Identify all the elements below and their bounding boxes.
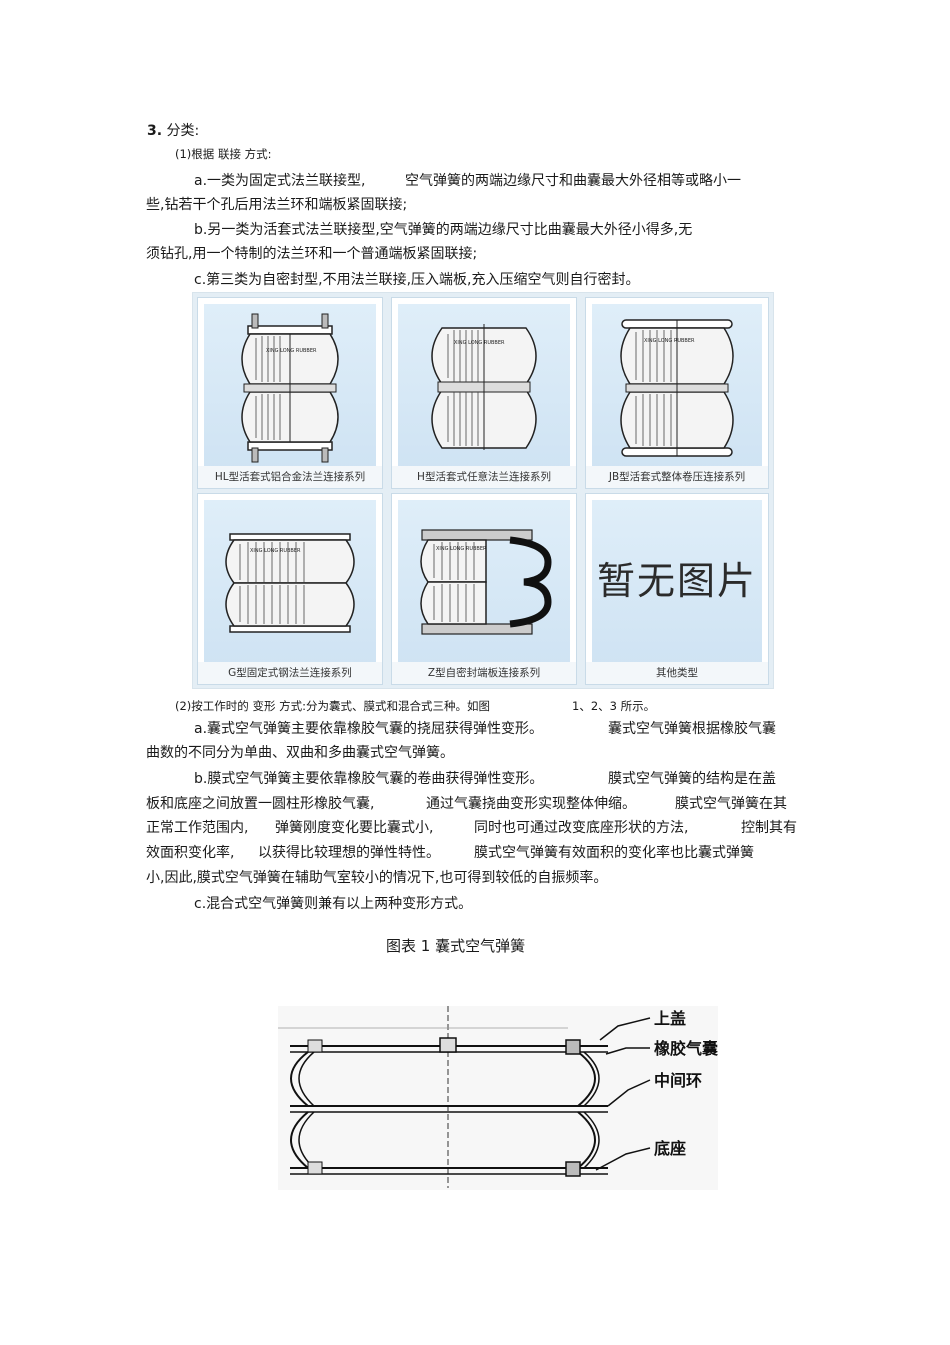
sub2-a-line1-left: a.囊式空气弹簧主要依靠橡胶气囊的挠屈获得弹性变形。	[194, 721, 544, 737]
z-spring-illustration: XING LONG RUBBER	[398, 500, 570, 666]
g-brand-text: XING LONG RUBBER	[250, 548, 301, 554]
sub2-b-line2-a: 板和底座之间放置一圆柱形橡胶气囊,	[146, 796, 375, 812]
sub1-c-line: c.第三类为自密封型,不用法兰联接,压入端板,充入压缩空气则自行密封。	[194, 272, 640, 288]
figure1-bellows-diagram: 上盖 橡胶气囊 中间环 底座	[278, 998, 719, 1190]
g-spring-illustration: XING LONG RUBBER	[204, 500, 376, 666]
air-spring-catalog-grid: XING LONG RUBBER HL型活套式铝合金法兰连接系列	[192, 292, 774, 689]
sub2-b-line4-c: 膜式空气弹簧有效面积的变化率也比囊式弹簧	[474, 845, 754, 861]
caption-z: Z型自密封端板连接系列	[392, 662, 576, 684]
label-top-cover: 上盖	[654, 1009, 686, 1028]
hl-brand-text: XING LONG RUBBER	[266, 348, 317, 354]
sub2-b-line2-c: 膜式空气弹簧在其	[675, 796, 787, 812]
figure1-caption: 图表 1 囊式空气弹簧	[386, 937, 526, 955]
caption-hl: HL型活套式铝合金法兰连接系列	[198, 466, 382, 488]
section-heading: 3. 分类:	[147, 121, 199, 141]
sub2-b-line1-left: b.膜式空气弹簧主要依靠橡胶气囊的卷曲获得弹性变形。	[194, 771, 544, 787]
sub2-b-line4-a: 效面积变化率,	[146, 845, 235, 861]
sub2-b-line1-right: 膜式空气弹簧的结构是在盖	[608, 771, 776, 787]
hl-spring-illustration: XING LONG RUBBER	[204, 304, 376, 470]
catalog-cell-hl: XING LONG RUBBER HL型活套式铝合金法兰连接系列	[197, 297, 383, 489]
jb-spring-illustration: XING LONG RUBBER	[592, 304, 762, 470]
sub2-b-line4-b: 以获得比较理想的弹性特性。	[258, 845, 440, 861]
sub1-b-line1: b.另一类为活套式法兰联接型,空气弹簧的两端边缘尺寸比曲囊最大外径小得多,无	[194, 222, 693, 238]
label-base: 底座	[654, 1139, 686, 1158]
jb-brand-text: XING LONG RUBBER	[644, 338, 695, 344]
catalog-cell-other: 暂无图片 其他类型	[585, 493, 769, 685]
other-placeholder: 暂无图片	[592, 500, 762, 666]
sub1-a-line2: 些,钻若干个孔后用法兰环和端板紧固联接;	[146, 197, 408, 213]
catalog-cell-z: XING LONG RUBBER Z型自密封端板连接系列	[391, 493, 577, 685]
h-brand-text: XING LONG RUBBER	[454, 340, 505, 346]
caption-g: G型固定式钢法兰连接系列	[198, 662, 382, 684]
sub1-a-line1-right: 空气弹簧的两端边缘尺寸和曲囊最大外径相等或略小一	[405, 173, 741, 189]
sub2-b-line3-c: 同时也可通过改变底座形状的方法,	[474, 820, 689, 836]
caption-h: H型活套式任意法兰连接系列	[392, 466, 576, 488]
label-middle-ring: 中间环	[654, 1071, 702, 1090]
sub2-b-line3-a: 正常工作范围内,	[146, 820, 249, 836]
caption-other: 其他类型	[586, 662, 768, 684]
no-image-text: 暂无图片	[596, 559, 757, 603]
sub2-b-line2-b: 通过气囊挠曲变形实现整体伸缩。	[426, 796, 636, 812]
h-spring-illustration: XING LONG RUBBER	[398, 304, 570, 470]
sub2-b-line3-d: 控制其有	[741, 820, 797, 836]
sub2-heading-left: (2)按工作时的 变形 方式:分为囊式、膜式和混合式三种。如图	[175, 699, 490, 713]
catalog-cell-jb: XING LONG RUBBER JB型活套式整体卷压连接系列	[585, 297, 769, 489]
sub1-b-line2: 须钻孔,用一个特制的法兰环和一个普通端板紧固联接;	[146, 246, 478, 262]
catalog-cell-g: XING LONG RUBBER G型固定式钢法兰连接系列	[197, 493, 383, 685]
sub2-c-line: c.混合式空气弹簧则兼有以上两种变形方式。	[194, 896, 473, 912]
caption-jb: JB型活套式整体卷压连接系列	[586, 466, 768, 488]
z-brand-text: XING LONG RUBBER	[436, 546, 487, 552]
sub2-b-line3-b: 弹簧刚度变化要比囊式小,	[275, 820, 434, 836]
sub1-heading: (1)根据 联接 方式:	[175, 147, 272, 161]
sub2-heading-right: 1、2、3 所示。	[572, 699, 656, 713]
sub2-b-line5: 小,因此,膜式空气弹簧在辅助气室较小的情况下,也可得到较低的自振频率。	[146, 870, 608, 886]
section-number: 3.	[147, 123, 163, 139]
label-rubber-bladder: 橡胶气囊	[654, 1039, 718, 1058]
sub1-a-line1-left: a.一类为固定式法兰联接型,	[194, 173, 366, 189]
section-title: 分类:	[166, 123, 200, 139]
catalog-cell-h: XING LONG RUBBER H型活套式任意法兰连接系列	[391, 297, 577, 489]
sub2-a-line2: 曲数的不同分为单曲、双曲和多曲囊式空气弹簧。	[146, 745, 454, 761]
sub2-a-line1-right: 囊式空气弹簧根据橡胶气囊	[608, 721, 776, 737]
